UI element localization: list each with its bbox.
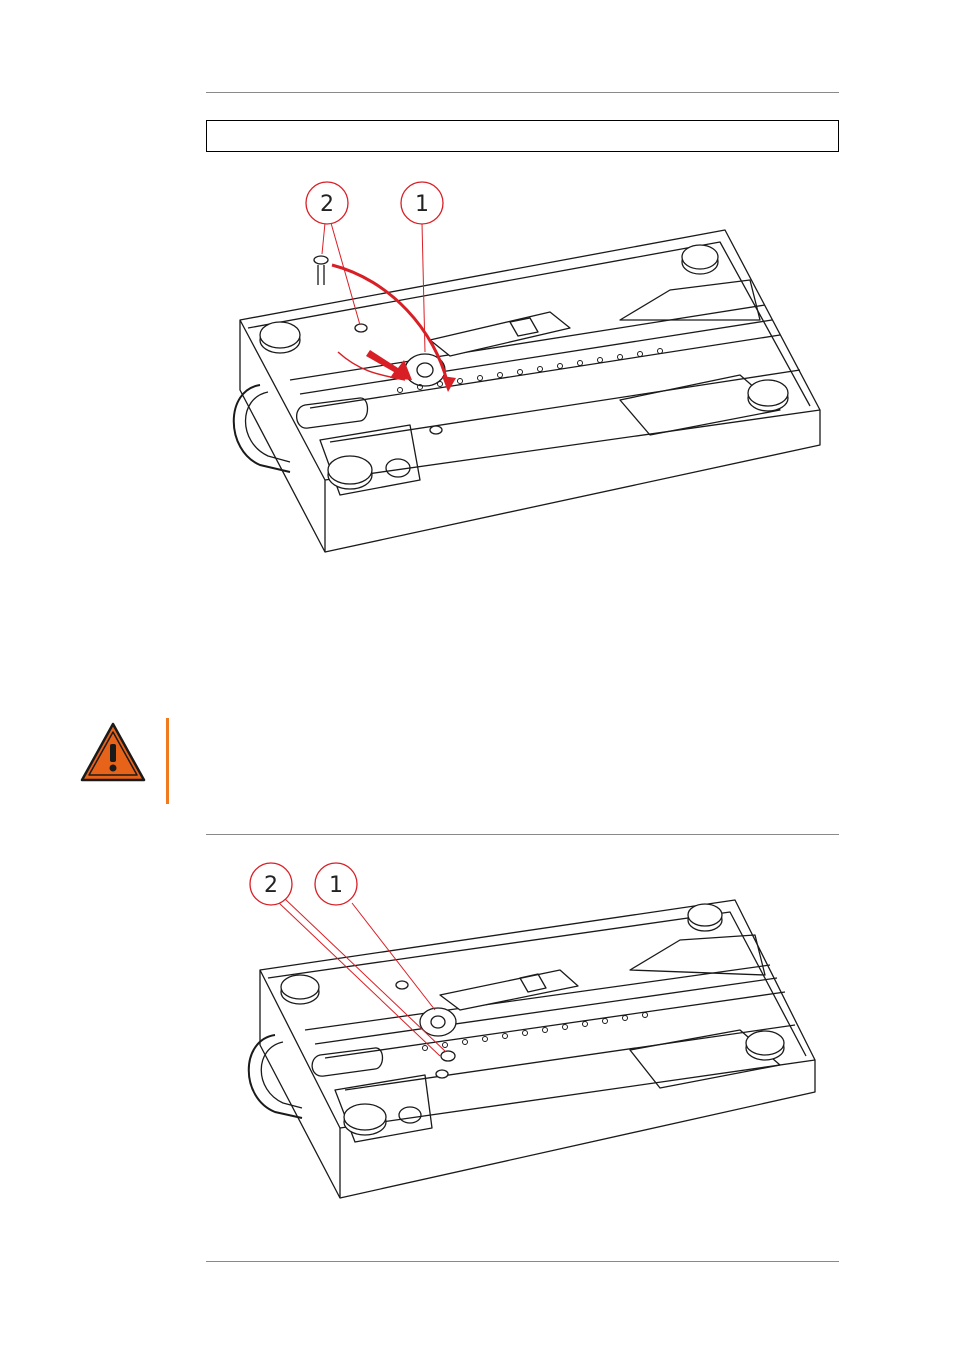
svg-text:2: 2 <box>320 192 334 217</box>
section-rule <box>206 834 839 835</box>
callout-2-bottom: 2 <box>249 862 293 906</box>
callout-1-top: 1 <box>400 181 444 225</box>
callout-1-bottom: 1 <box>314 862 358 906</box>
footer-rule <box>206 1261 839 1262</box>
figure-bottom-assembly: 2 1 <box>247 862 816 1199</box>
svg-text:1: 1 <box>415 192 429 217</box>
header-rule <box>206 92 839 93</box>
svg-text:1: 1 <box>329 873 343 898</box>
step-heading-box <box>206 120 839 152</box>
svg-text:2: 2 <box>264 873 278 898</box>
warning-triangle-icon <box>80 722 146 782</box>
callout-2-top: 2 <box>305 181 349 225</box>
warning-accent-bar <box>166 718 169 804</box>
figure-top-assembly: 2 1 <box>232 181 821 553</box>
